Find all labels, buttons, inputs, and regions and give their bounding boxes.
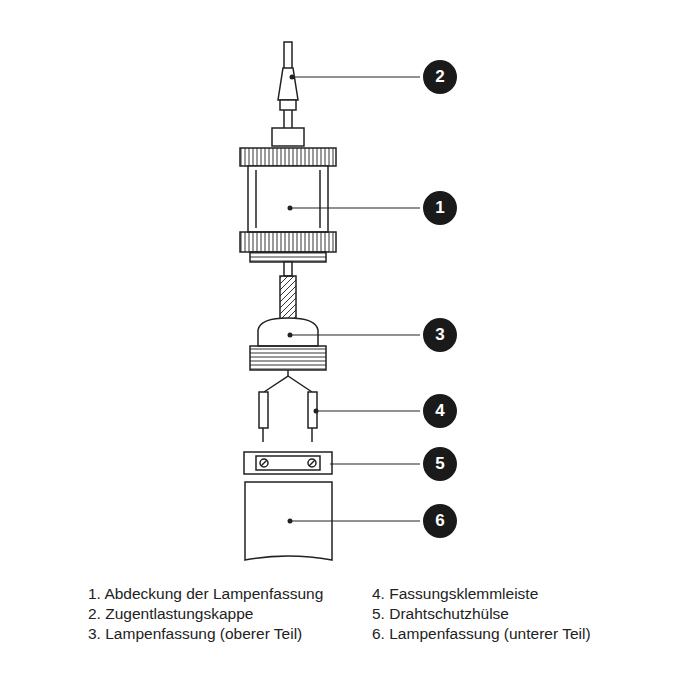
part-name: 3. Lampenfassung (oberer Teil) (88, 625, 302, 643)
callout-number: 2 (435, 67, 444, 87)
callout-number: 5 (435, 454, 444, 474)
callout-circle: 5 (423, 447, 457, 481)
callout-circle: 1 (423, 191, 457, 225)
callout-number: 6 (435, 511, 444, 531)
part-name: 4. Fassungsklemmleiste (372, 585, 538, 603)
part-name: 6. Lampenfassung (unterer Teil) (372, 625, 591, 643)
callout-circle: 4 (423, 394, 457, 428)
part-name: 1. Abdeckung der Lampenfassung (88, 585, 323, 603)
callout-number: 3 (435, 325, 444, 345)
callout-number: 4 (435, 401, 444, 421)
callout-number: 1 (435, 198, 444, 218)
part-name: 2. Zugentlastungskappe (88, 605, 253, 623)
callout-circle: 6 (423, 504, 457, 538)
part-name: 5. Drahtschutzhülse (372, 605, 509, 623)
callout-circle: 3 (423, 318, 457, 352)
callout-circle: 2 (423, 60, 457, 94)
